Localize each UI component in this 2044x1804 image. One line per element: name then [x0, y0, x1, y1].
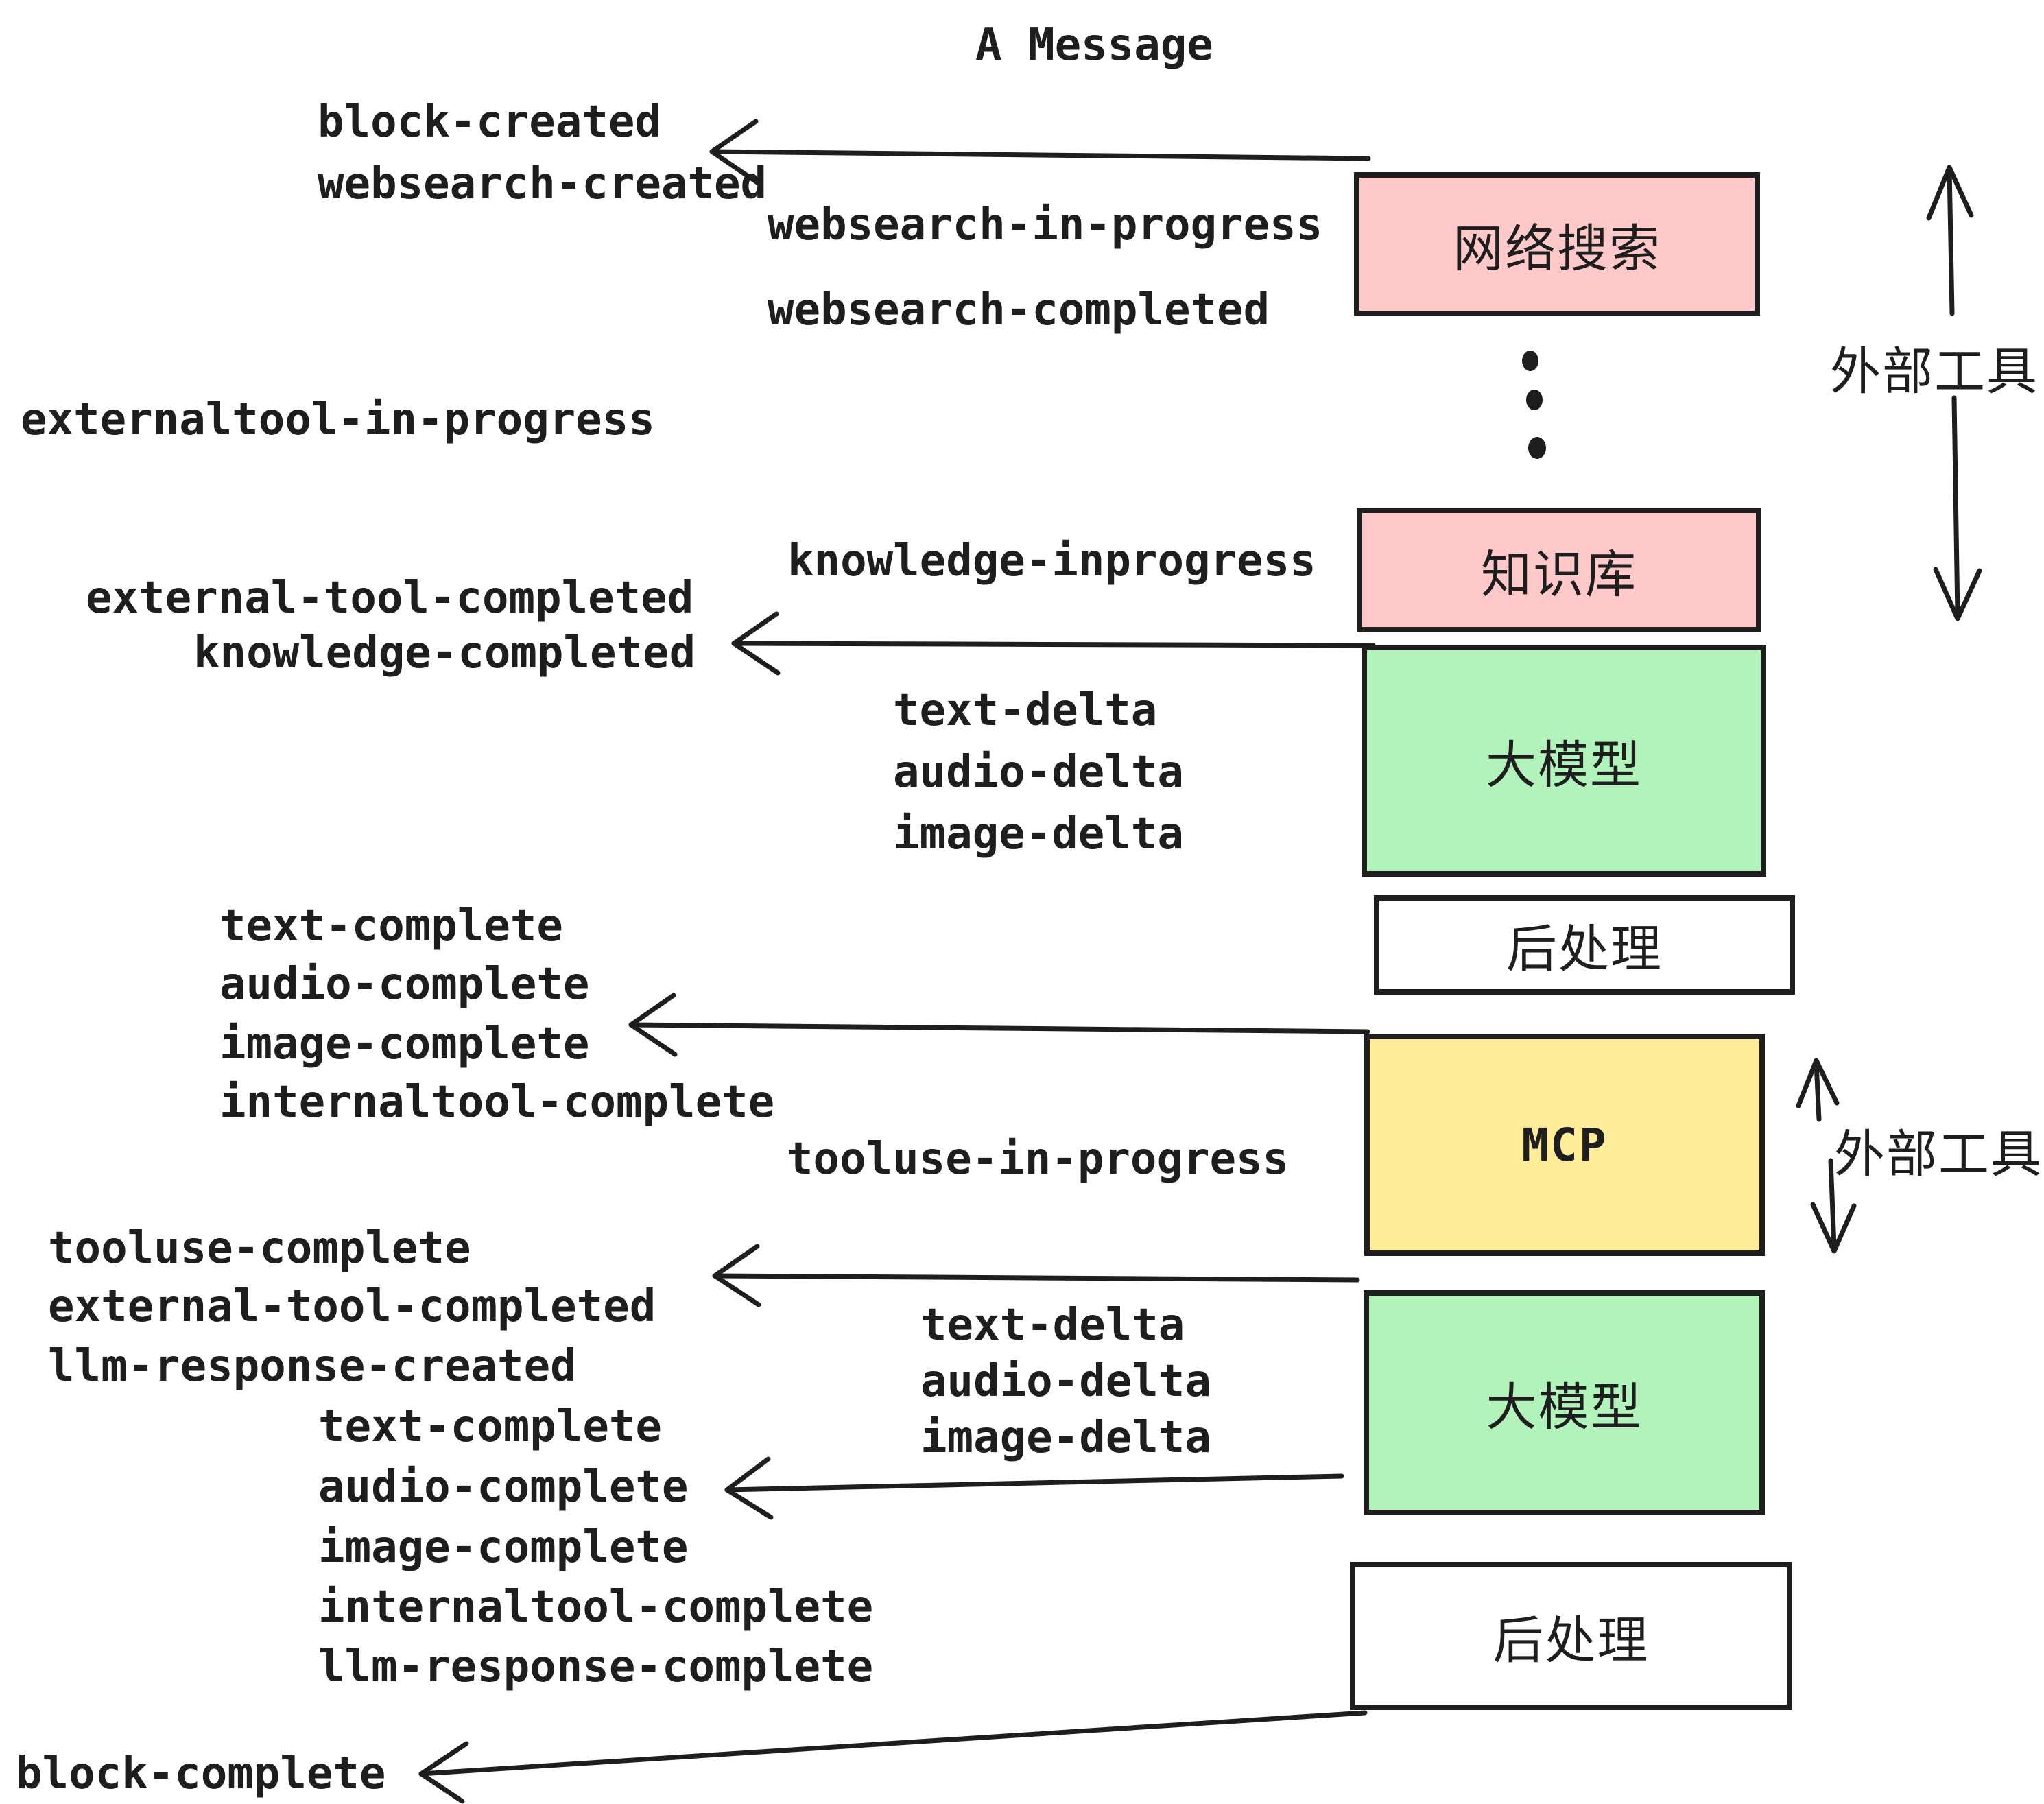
node-websearch-label: 网络搜索: [1453, 219, 1661, 277]
node-post-1: 后处理: [1374, 895, 1795, 995]
event-label-websearch-created: websearch-created: [318, 158, 768, 209]
event-label-image-delta: image-delta: [893, 809, 1184, 859]
arrow-image-complete: [628, 993, 1370, 1057]
node-llm-2-label: 大模型: [1486, 1378, 1643, 1436]
ellipsis-dots: [1522, 351, 1546, 459]
event-label-websearch-in-progress: websearch-in-progress: [768, 200, 1323, 250]
node-knowledge-label: 知识库: [1481, 545, 1637, 603]
event-label-image-complete: image-complete: [219, 1019, 590, 1069]
arrow-audio-complete: [724, 1456, 1344, 1520]
event-label-llm-response-created: llm-response-created: [48, 1341, 577, 1392]
event-label-llm-response-complete: llm-response-complete: [318, 1641, 874, 1692]
event-label-block-created: block-created: [318, 97, 661, 147]
event-label-knowledge-inprogress: knowledge-inprogress: [787, 536, 1316, 586]
event-label-external-tool-completed: external-tool-completed: [86, 573, 694, 624]
event-label-tooluse-in-progress: tooluse-in-progress: [787, 1134, 1290, 1185]
node-websearch: 网络搜索: [1354, 172, 1760, 316]
event-label-tooluse-complete: tooluse-complete: [48, 1223, 471, 1274]
node-post-2: 后处理: [1350, 1562, 1792, 1710]
event-label-audio-delta-2: audio-delta: [920, 1356, 1211, 1407]
node-mcp-label: MCP: [1521, 1118, 1608, 1172]
event-label-text-delta: text-delta: [893, 685, 1158, 736]
event-label-text-complete: text-complete: [219, 901, 563, 951]
event-label-externaltool-in-progress: externaltool-in-progress: [21, 394, 655, 445]
event-label-audio-complete-2: audio-complete: [318, 1462, 689, 1512]
event-label-image-delta-2: image-delta: [920, 1412, 1211, 1463]
event-label-external-tool-completed-2: external-tool-completed: [48, 1281, 656, 1332]
event-label-internaltool-complete: internaltool-complete: [219, 1077, 775, 1128]
event-label-text-complete-2: text-complete: [318, 1401, 662, 1452]
event-label-audio-delta: audio-delta: [893, 747, 1184, 798]
node-llm-2: 大模型: [1364, 1290, 1765, 1515]
arrow-knowledge-completed: [731, 611, 1376, 676]
node-post-1-label: 后处理: [1506, 921, 1663, 977]
node-mcp: MCP: [1364, 1034, 1765, 1256]
arrow-external-tool-completed: [712, 1244, 1360, 1307]
node-post-2-label: 后处理: [1493, 1611, 1650, 1669]
arrow-block-complete: [418, 1710, 1368, 1804]
diagram-title: A Message: [975, 20, 1213, 71]
side-label-external-tools-top: 外部工具: [1830, 343, 2039, 400]
node-llm-1: 大模型: [1362, 645, 1766, 877]
side-label-external-tools-bottom: 外部工具: [1834, 1126, 2043, 1183]
node-knowledge: 知识库: [1357, 508, 1761, 632]
event-label-block-complete: block-complete: [16, 1748, 386, 1799]
event-label-internaltool-complete-2: internaltool-complete: [318, 1582, 874, 1633]
event-label-websearch-completed: websearch-completed: [768, 285, 1270, 335]
node-llm-1-label: 大模型: [1486, 736, 1642, 794]
event-label-text-delta-2: text-delta: [920, 1300, 1185, 1351]
arrow-block-created: [709, 119, 1371, 185]
event-label-audio-complete: audio-complete: [219, 959, 590, 1010]
event-label-image-complete-2: image-complete: [318, 1522, 689, 1573]
event-label-knowledge-completed: knowledge-completed: [193, 628, 696, 678]
